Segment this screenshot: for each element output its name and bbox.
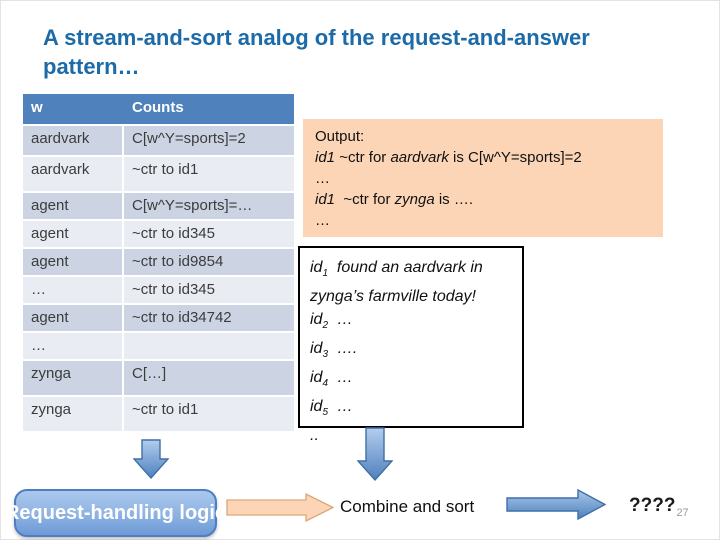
flow-right-arrow-icon — [226, 493, 334, 522]
cell-counts — [124, 333, 294, 359]
table-row: agent~ctr to id34742 — [23, 305, 294, 331]
request-handling-box: Request-handling logic — [5, 489, 226, 537]
text-line: … — [315, 170, 330, 187]
text-line: … — [315, 212, 330, 229]
text-line: .. — [310, 427, 319, 444]
cell-w: zynga — [23, 361, 122, 395]
combine-sort-label: Combine and sort — [340, 497, 475, 516]
text-line: id1 ~ctr for zynga is …. — [315, 191, 474, 208]
right-arrow-icon — [506, 489, 606, 520]
table-row: agent~ctr to id9854 — [23, 249, 294, 275]
text-line: id1 found an aardvark in zynga’s farmvil… — [310, 259, 488, 305]
table-row: … — [23, 333, 294, 359]
cell-counts: ~ctr to id1 — [124, 397, 294, 431]
table-header-row: w Counts — [23, 94, 294, 124]
table-row: agent~ctr to id345 — [23, 221, 294, 247]
questions-block: ????27 — [629, 495, 689, 519]
cell-counts: ~ctr to id1 — [124, 157, 294, 191]
questions-label: ???? — [629, 495, 676, 516]
cell-counts: C[w^Y=sports]=2 — [124, 126, 294, 155]
cell-w: agent — [23, 249, 122, 275]
cell-counts: ~ctr to id34742 — [124, 305, 294, 331]
cell-w: aardvark — [23, 157, 122, 191]
page-title: A stream-and-sort analog of the request-… — [43, 25, 590, 79]
table-row: …~ctr to id345 — [23, 277, 294, 303]
table-row: zynga~ctr to id1 — [23, 397, 294, 431]
table-header-w: w — [23, 94, 122, 124]
cell-counts: ~ctr to id345 — [124, 221, 294, 247]
request-handling-label: Request-handling logic — [4, 501, 227, 524]
text-line: id4 … — [310, 369, 353, 389]
down-arrow-icon — [357, 427, 393, 481]
text-line: id2 … — [310, 311, 353, 331]
table-row: aardvark~ctr to id1 — [23, 157, 294, 191]
text-line: Output: — [315, 128, 365, 145]
cell-counts: C[…] — [124, 361, 294, 395]
text-line: id5 … — [310, 398, 353, 418]
cell-w: agent — [23, 305, 122, 331]
cell-w: agent — [23, 221, 122, 247]
cell-w: … — [23, 333, 122, 359]
cell-counts: ~ctr to id9854 — [124, 249, 294, 275]
table-header-counts: Counts — [124, 94, 294, 124]
output-box: Output: id1 ~ctr for aardvark is C[w^Y=sp… — [303, 119, 663, 237]
text-line: id3 …. — [310, 340, 358, 360]
cell-w: … — [23, 277, 122, 303]
id-box: id1 found an aardvark in zynga’s farmvil… — [298, 246, 524, 444]
text-line: id1 ~ctr for aardvark is C[w^Y=sports]=2 — [315, 149, 582, 166]
cell-counts: ~ctr to id345 — [124, 277, 294, 303]
page-number: 27 — [676, 507, 689, 519]
down-arrow-icon — [133, 439, 169, 479]
cell-w: agent — [23, 193, 122, 219]
cell-w: aardvark — [23, 126, 122, 155]
cell-counts: C[w^Y=sports]=… — [124, 193, 294, 219]
cell-w: zynga — [23, 397, 122, 431]
